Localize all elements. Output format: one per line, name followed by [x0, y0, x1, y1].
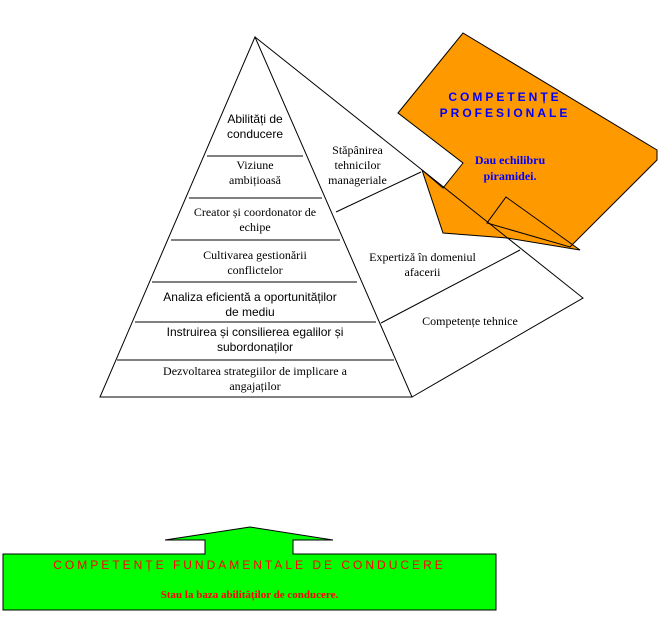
pyramid-front [99, 35, 413, 398]
fundamental-title: COMPETENȚE FUNDAMENTALE DE CONDUCERE [53, 558, 446, 572]
side-label-1: Stăpânirea tehnicilor manageriale [328, 143, 387, 187]
level-4: Cultivarea gestionării conflictelor [203, 248, 307, 277]
pyramid-side [254, 36, 584, 398]
level-7: Dezvoltarea strategiilor de implicare a … [163, 364, 347, 393]
professional-title-2: PROFESIONALE [439, 106, 571, 120]
professional-subtitle: Dau echilibru piramidei. [474, 153, 546, 183]
fundamental-subtitle: Stau la baza abilităților de conducere. [160, 589, 339, 601]
level-1: Abilități de conducere [226, 112, 284, 141]
level-2: Viziune ambițioasă [229, 158, 281, 187]
level-5: Analiza eficientă a oportunităților de m… [163, 290, 337, 319]
side-label-3: Competențe tehnice [422, 314, 518, 328]
side-label-2: Expertiză în domeniul afacerii [369, 250, 476, 279]
orange-arrow-shape [397, 32, 658, 251]
level-3: Creator și coordonator de echipe [193, 205, 317, 234]
level-6: Instruirea și consilierea egalilor și su… [166, 325, 344, 354]
green-arrow-shape [2, 526, 497, 611]
professional-title-1: COMPETENȚE [448, 90, 562, 104]
